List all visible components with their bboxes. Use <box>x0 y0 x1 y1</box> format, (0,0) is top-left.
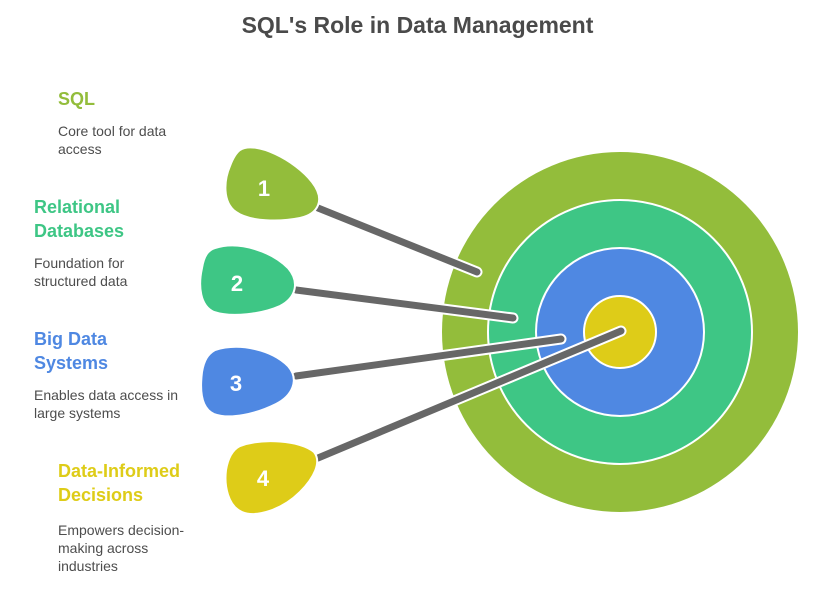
badge-1-number: 1 <box>258 176 270 201</box>
badge-1: 1 <box>224 146 321 222</box>
badge-3: 3 <box>200 345 295 418</box>
arrows <box>290 202 627 464</box>
item-1-title: SQL <box>58 89 96 109</box>
badge-4-number: 4 <box>257 466 270 491</box>
item-2-description: Foundation for structured data <box>34 255 128 289</box>
badge-2: 2 <box>199 244 296 316</box>
diagram-title: SQL's Role in Data Management <box>241 12 594 38</box>
arrow-2 <box>290 284 519 324</box>
badge-4-shape <box>224 440 319 515</box>
arrow-4 <box>312 325 627 464</box>
arrow-3 <box>290 333 567 382</box>
badge-4: 4 <box>224 440 319 515</box>
badge-3-shape <box>200 345 295 418</box>
badge-1-shape <box>224 146 321 222</box>
badge-2-number: 2 <box>231 271 243 296</box>
item-4-description: Empowers decision-making across industri… <box>58 522 185 574</box>
item-1-description: Core tool for data access <box>58 123 167 157</box>
arrow-1 <box>312 202 483 278</box>
item-3-title: Big Data Systems <box>34 329 109 373</box>
badge-2-shape <box>199 244 296 316</box>
item-3-description: Enables data access in large systems <box>34 387 178 421</box>
item-4-title: Data-Informed Decisions <box>58 461 181 505</box>
item-2-title: Relational Databases <box>34 197 125 241</box>
badge-3-number: 3 <box>230 371 242 396</box>
